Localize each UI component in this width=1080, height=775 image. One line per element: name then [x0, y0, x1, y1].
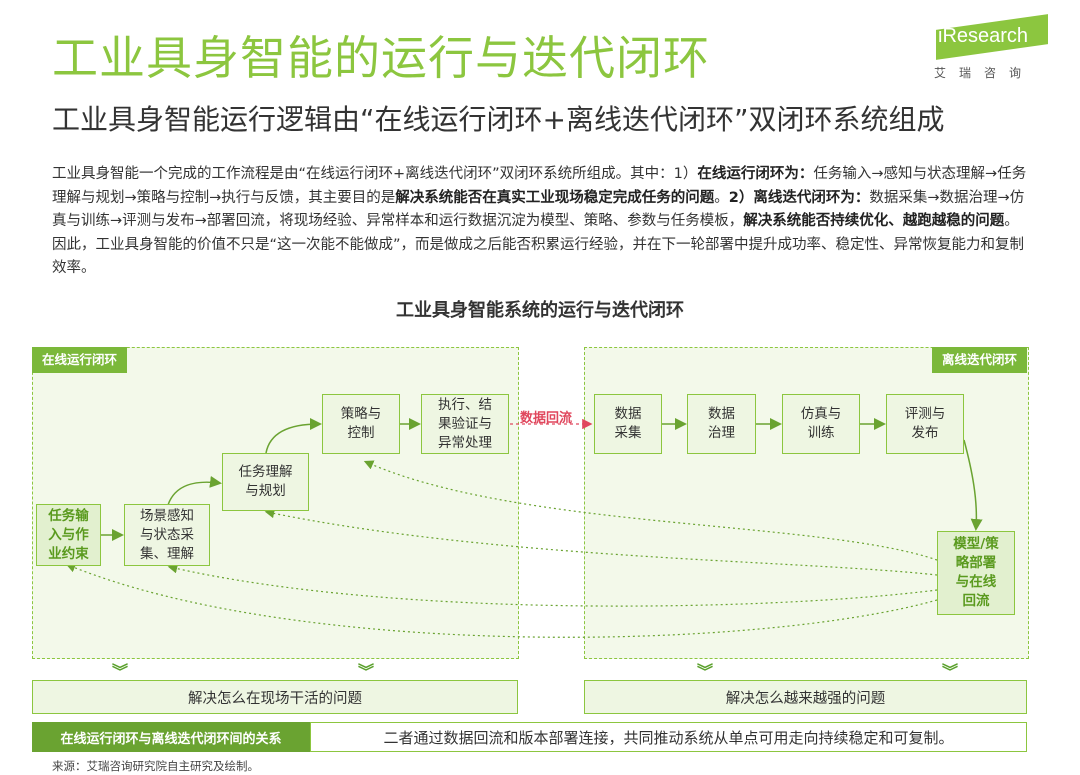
relation-label: 在线运行闭环与离线迭代闭环间的关系 [32, 722, 310, 752]
source-note: 来源：艾瑞咨询研究院自主研究及绘制。 [52, 759, 259, 773]
intro-text-5: 。因此，工业具身智能的价值不只是“这一次能不能做成”，而是做成之后能否积累运行经… [52, 213, 1025, 276]
intro-bold-4: 解决系统能否持续优化、越跑越稳的问题 [743, 213, 1005, 229]
page-subtitle: 工业具身智能运行逻辑由“在线运行闭环+离线迭代闭环”双闭环系统组成 [52, 103, 945, 136]
intro-paragraph: 工业具身智能一个完成的工作流程是由“在线运行闭环+离线迭代闭环”双闭环系统所组成… [52, 163, 1032, 281]
box-task-planning: 任务理解 与规划 [222, 453, 309, 511]
box-task-input: 任务输 入与作 业约束 [36, 504, 101, 566]
box-model-deployment: 模型/策 略部署 与在线 回流 [937, 531, 1015, 615]
box-data-collection: 数据 采集 [594, 394, 662, 454]
box-strategy-control: 策略与 控制 [322, 394, 400, 454]
intro-bold-3: 2）离线迭代闭环为： [728, 189, 870, 206]
page-title: 工业具身智能的运行与迭代闭环 [52, 31, 710, 85]
offline-loop-tag: 离线迭代闭环 [931, 347, 1027, 373]
logo-cn: 艾瑞咨询 [934, 66, 1035, 80]
box-evaluate-release: 评测与 发布 [886, 394, 964, 454]
offline-problem-box: 解决怎么越来越强的问题 [584, 680, 1027, 714]
box-simulation-training: 仿真与 训练 [782, 394, 860, 454]
box-data-governance: 数据 治理 [687, 394, 756, 454]
diagram-title: 工业具身智能系统的运行与迭代闭环 [396, 300, 684, 321]
relation-text: 二者通过数据回流和版本部署连接，共同推动系统从单点可用走向持续稳定和可复制。 [310, 722, 1027, 752]
online-loop-tag: 在线运行闭环 [32, 347, 128, 373]
intro-text-2: 任务输入→感知与状态理解→任务理解与规划→策略与控制→执行与反馈，其主要目的是 [52, 166, 1027, 206]
intro-bold-2: 解决系统能否在真实工业现场稳定完成任务的问题 [395, 189, 715, 206]
intro-text-4: 数据采集→数据治理→仿真与训练→评测与发布→部署回流，将现场经验、异常样本和运行… [52, 189, 1025, 230]
chevron-down-icon: ︾ [358, 662, 375, 681]
data-backflow-label: 数据回流 [520, 411, 573, 426]
chevron-down-icon: ︾ [942, 662, 959, 681]
intro-text-3: 。 [714, 189, 729, 206]
box-perception: 场景感知 与状态采 集、理解 [124, 504, 210, 566]
intro-bold-1: 在线运行闭环为： [697, 166, 814, 182]
chevron-down-icon: ︾ [112, 662, 129, 681]
intro-text-1: 工业具身智能一个完成的工作流程是由“在线运行闭环+离线迭代闭环”双闭环系统所组成… [52, 166, 698, 182]
iresearch-logo: iResearch 艾瑞咨询 [930, 14, 1055, 82]
chevron-down-icon: ︾ [697, 662, 714, 681]
box-execution: 执行、结 果验证与 异常处理 [421, 394, 509, 454]
logo-text: iResearch [938, 25, 1029, 47]
online-problem-box: 解决怎么在现场干活的问题 [32, 680, 518, 714]
